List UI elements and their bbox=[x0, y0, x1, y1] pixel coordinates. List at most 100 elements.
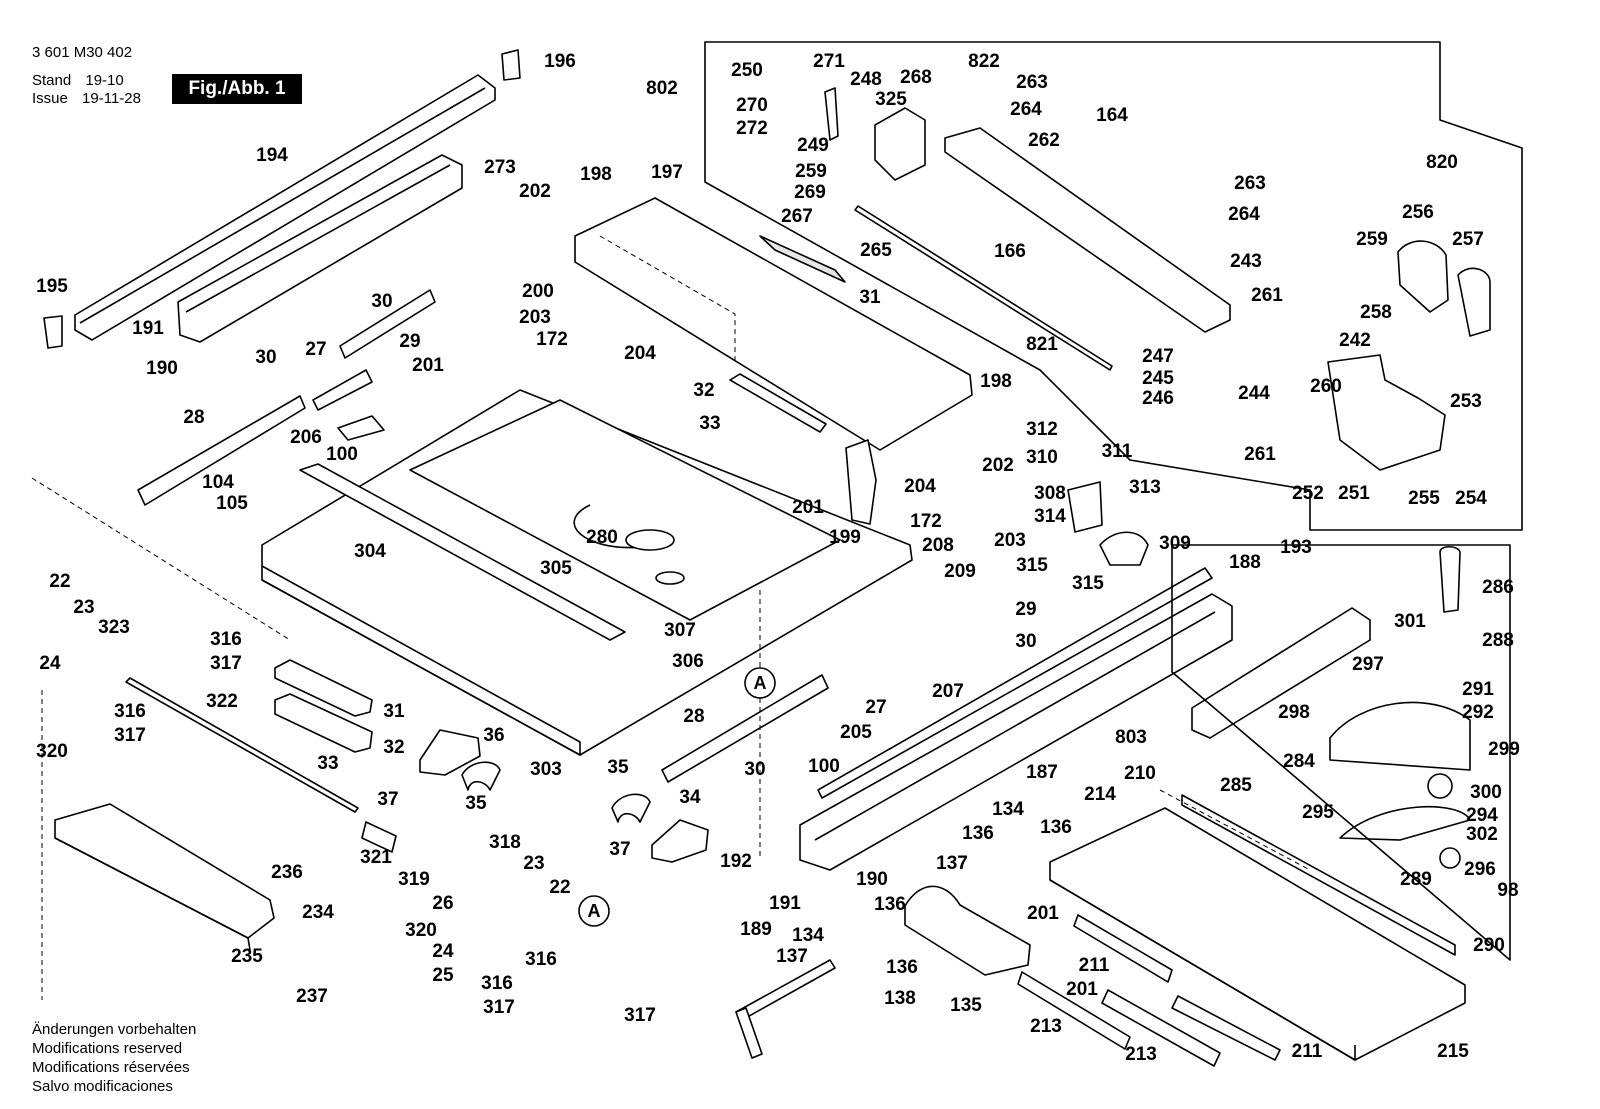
part-number-label: 136 bbox=[886, 957, 918, 978]
part-number-label: 134 bbox=[992, 799, 1024, 820]
part-number-label: 172 bbox=[910, 511, 942, 532]
extension-plate-part bbox=[54, 803, 275, 939]
part-number-label: 255 bbox=[1408, 488, 1440, 509]
part-number-label: 190 bbox=[856, 869, 888, 890]
part-number-label: 262 bbox=[1028, 130, 1060, 151]
outline-layer bbox=[31, 41, 1523, 1067]
part-number-label: 272 bbox=[736, 118, 768, 139]
part-number-label: 289 bbox=[1400, 869, 1432, 890]
part-number-label: 316 bbox=[114, 701, 146, 722]
part-number-label: 32 bbox=[383, 737, 404, 758]
part-number-label: 305 bbox=[540, 558, 572, 579]
part-number-label: 138 bbox=[884, 988, 916, 1009]
part-number-label: 256 bbox=[1402, 202, 1434, 223]
modification-notes: Änderungen vorbehalten Modifications res… bbox=[32, 1020, 196, 1096]
part-number-label: 302 bbox=[1466, 824, 1498, 845]
note-fr: Modifications réservées bbox=[32, 1059, 190, 1076]
part-number-label: 291 bbox=[1462, 679, 1494, 700]
part-number-label: 137 bbox=[776, 946, 808, 967]
rail-28-part bbox=[137, 395, 306, 506]
part-number-label: 24 bbox=[432, 941, 454, 962]
detail-marker: A bbox=[744, 667, 776, 699]
part-number-label: 284 bbox=[1283, 751, 1315, 772]
part-number-label: 28 bbox=[183, 407, 204, 428]
miter-gauge-part bbox=[1329, 701, 1471, 771]
part-number-label: 136 bbox=[1040, 817, 1072, 838]
part-number-label: 104 bbox=[202, 472, 234, 493]
part-number-label: 206 bbox=[290, 427, 322, 448]
part-number-label: 296 bbox=[1464, 859, 1496, 880]
part-number-label: 802 bbox=[646, 78, 678, 99]
part-number-label: 201 bbox=[412, 355, 444, 376]
part-number-label: 27 bbox=[865, 697, 886, 718]
part-number-label: 250 bbox=[731, 60, 763, 81]
part-number-label: 271 bbox=[813, 51, 845, 72]
part-number-label: 215 bbox=[1437, 1041, 1469, 1062]
part-number-label: 323 bbox=[98, 617, 130, 638]
part-number-label: 203 bbox=[994, 530, 1026, 551]
part-number-label: 24 bbox=[39, 653, 61, 674]
part-number-label: 191 bbox=[769, 893, 801, 914]
part-number-label: 294 bbox=[1466, 805, 1498, 826]
part-number-label: 205 bbox=[840, 722, 872, 743]
part-number-label: 31 bbox=[859, 287, 881, 308]
part-number-label: 264 bbox=[1010, 99, 1042, 120]
part-number-label: 320 bbox=[36, 741, 68, 762]
part-number-label: 35 bbox=[607, 757, 629, 778]
part-number-label: 316 bbox=[210, 629, 242, 650]
part-number-label: 249 bbox=[797, 135, 829, 156]
stand-value: 19-10 bbox=[85, 72, 124, 89]
part-number-label: 318 bbox=[489, 832, 521, 853]
part-number-label: 258 bbox=[1360, 302, 1392, 323]
part-number-label: 207 bbox=[932, 681, 964, 702]
part-number-label: 189 bbox=[740, 919, 772, 940]
part-number-label: 22 bbox=[49, 571, 70, 592]
part-number-label: 259 bbox=[1356, 229, 1388, 250]
part-number-label: 286 bbox=[1482, 577, 1514, 598]
part-number-label: 288 bbox=[1482, 630, 1514, 651]
part-number-label: 214 bbox=[1084, 784, 1116, 805]
part-number-label: 196 bbox=[544, 51, 576, 72]
part-number-label: 137 bbox=[936, 853, 968, 874]
part-number-label: 202 bbox=[519, 181, 551, 202]
part-number-label: 263 bbox=[1016, 72, 1048, 93]
part-number-label: 322 bbox=[206, 691, 238, 712]
part-number-label: 30 bbox=[744, 759, 765, 780]
part-number-label: 136 bbox=[962, 823, 994, 844]
part-number-label: 192 bbox=[720, 851, 752, 872]
part-number-label: 172 bbox=[536, 329, 568, 350]
part-number-label: 193 bbox=[1280, 537, 1312, 558]
part-number-label: 273 bbox=[484, 157, 516, 178]
part-number-label: 30 bbox=[1015, 631, 1036, 652]
svg-text:A: A bbox=[588, 901, 601, 921]
part-number-label: 254 bbox=[1455, 488, 1487, 509]
part-number-label: 315 bbox=[1016, 555, 1048, 576]
part-number-label: 204 bbox=[904, 476, 936, 497]
part-number-label: 202 bbox=[982, 455, 1014, 476]
part-number-label: 261 bbox=[1251, 285, 1283, 306]
fence-extrusion-part bbox=[177, 154, 463, 343]
document-code: 3 601 M30 402 bbox=[32, 44, 133, 61]
part-number-label: 236 bbox=[271, 862, 303, 883]
part-number-label: 22 bbox=[549, 877, 570, 898]
part-number-label: 292 bbox=[1462, 702, 1494, 723]
part-number-label: 246 bbox=[1142, 388, 1174, 409]
issue-label: Issue bbox=[32, 90, 68, 107]
handle-31-part bbox=[274, 659, 373, 717]
part-number-label: 26 bbox=[432, 893, 453, 914]
part-number-label: 270 bbox=[736, 95, 768, 116]
part-number-label: 312 bbox=[1026, 419, 1058, 440]
part-number-label: 37 bbox=[377, 789, 398, 810]
part-number-label: 29 bbox=[399, 331, 420, 352]
svg-text:A: A bbox=[754, 673, 767, 693]
note-es: Salvo modificaciones bbox=[32, 1078, 173, 1095]
part-number-label: 321 bbox=[360, 847, 392, 868]
part-number-label: 211 bbox=[1292, 1041, 1323, 1062]
part-number-label: 28 bbox=[683, 706, 704, 727]
part-number-label: 295 bbox=[1302, 802, 1334, 823]
part-number-label: 164 bbox=[1096, 105, 1128, 126]
part-number-label: 201 bbox=[1066, 979, 1098, 1000]
part-number-label: 317 bbox=[624, 1005, 656, 1026]
part-number-label: 306 bbox=[672, 651, 704, 672]
part-number-label: 290 bbox=[1473, 935, 1505, 956]
